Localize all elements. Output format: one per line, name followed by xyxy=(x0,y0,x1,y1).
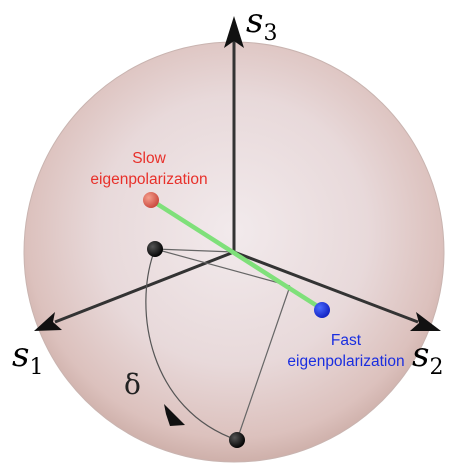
s1-axis-arrowhead xyxy=(34,312,62,331)
rotation-arc xyxy=(145,248,238,441)
rotation-arc-arrowhead xyxy=(164,404,185,426)
s2-axis-label: s2 xyxy=(412,335,443,379)
s3-symbol: s xyxy=(246,1,264,41)
s3-axis-arrowhead xyxy=(224,16,244,48)
s3-subscript: 3 xyxy=(263,21,278,46)
fast-eigenpolarization-label: Fast eigenpolarization xyxy=(276,330,416,372)
slow-label-line2: eigenpolarization xyxy=(90,171,208,188)
final-state-point xyxy=(229,432,245,448)
s1-axis-line xyxy=(54,250,235,324)
fast-eigenpolarization-point xyxy=(314,302,330,318)
s3-axis-label: s3 xyxy=(246,1,277,45)
construction-line-center-to-start xyxy=(154,248,235,253)
s2-symbol: s xyxy=(412,335,430,375)
s2-axis-arrowhead xyxy=(410,312,441,331)
fast-label-line2: eigenpolarization xyxy=(287,353,405,370)
initial-state-point xyxy=(147,241,163,257)
fast-label-line1: Fast xyxy=(330,332,362,349)
slow-label-line1: Slow xyxy=(132,150,166,167)
slow-eigenpolarization-point xyxy=(143,192,159,208)
construction-line-start-to-foot xyxy=(154,248,291,287)
s1-symbol: s xyxy=(12,335,30,375)
delta-label: δ xyxy=(124,368,141,401)
s1-axis-label: s1 xyxy=(12,335,43,379)
construction-line-foot-to-end xyxy=(236,285,291,441)
eigen-axis-line xyxy=(148,197,325,312)
slow-eigenpolarization-label: Slow eigenpolarization xyxy=(84,148,214,190)
s2-subscript: 2 xyxy=(429,355,444,380)
s1-subscript: 1 xyxy=(29,355,44,380)
s2-axis-line xyxy=(233,250,419,324)
